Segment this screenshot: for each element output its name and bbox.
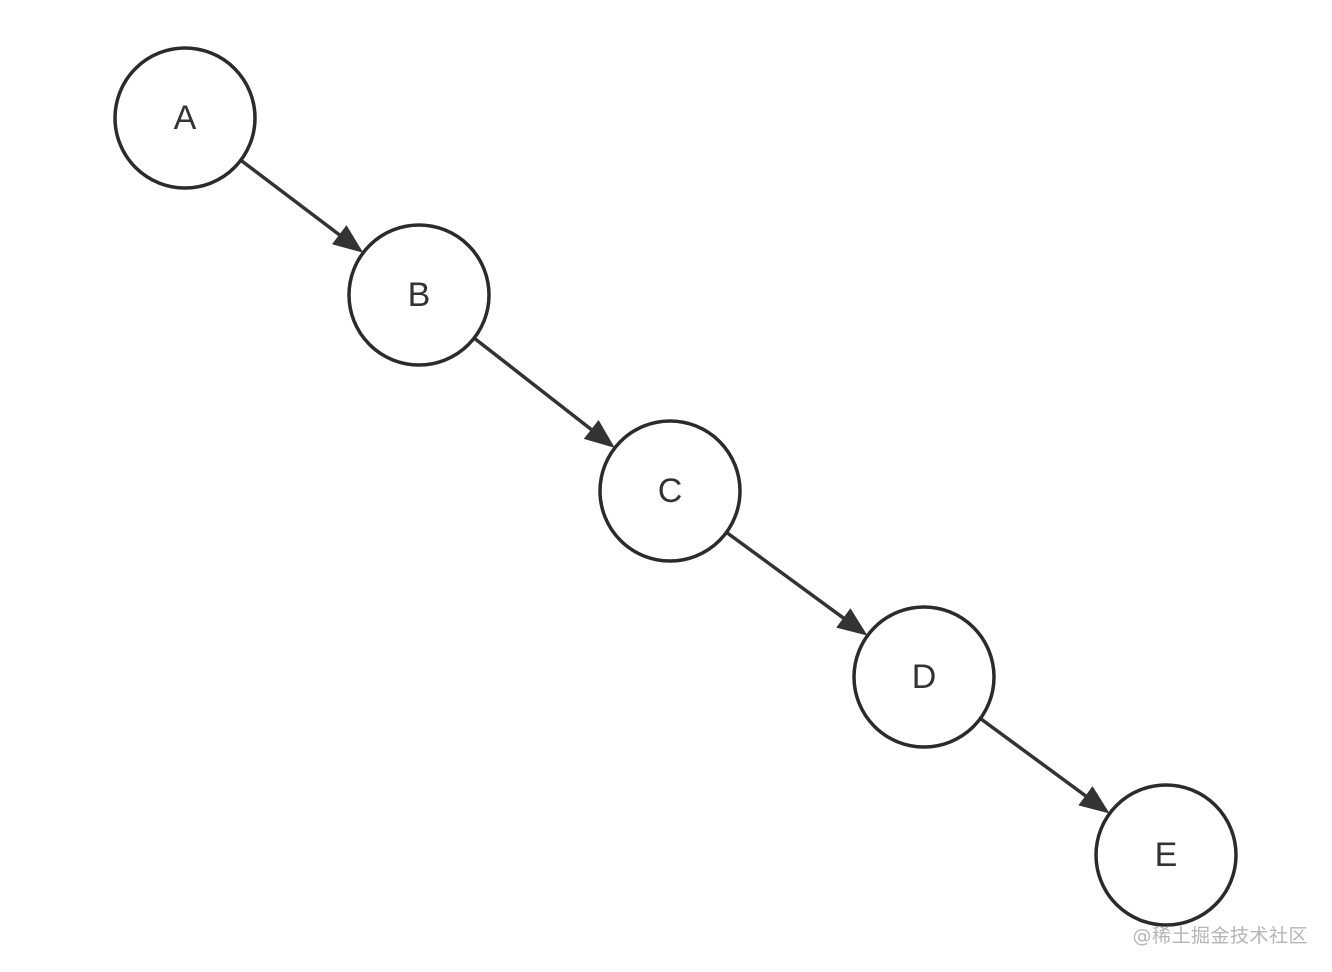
node-circle	[852, 605, 996, 749]
node-circle	[113, 46, 257, 190]
node-circle	[598, 419, 742, 563]
edge-line	[473, 336, 596, 434]
node-label: A	[174, 99, 197, 137]
node-label: D	[912, 658, 937, 696]
node-a: A	[113, 46, 257, 190]
edge-c-to-d	[725, 530, 868, 636]
arrow-head-icon	[1078, 786, 1110, 814]
node-label: B	[408, 276, 431, 314]
edge-line	[239, 158, 344, 239]
edge-line	[979, 717, 1090, 800]
node-circle	[1094, 783, 1238, 927]
node-c: C	[598, 419, 742, 563]
edge-line	[725, 530, 848, 622]
edge-d-to-e	[979, 717, 1110, 814]
node-label: E	[1155, 836, 1178, 874]
nodes-layer: A B C D E	[113, 46, 1238, 927]
node-b: B	[347, 223, 491, 367]
node-e: E	[1094, 783, 1238, 927]
arrow-head-icon	[836, 608, 868, 636]
edge-a-to-b	[239, 158, 364, 253]
node-circle	[347, 223, 491, 367]
arrow-head-icon	[332, 225, 364, 253]
watermark-text: @稀土掘金技术社区	[1132, 925, 1308, 947]
arrow-head-icon	[583, 419, 615, 448]
node-label: C	[658, 472, 683, 510]
node-d: D	[852, 605, 996, 749]
edges-layer	[239, 158, 1110, 814]
edge-b-to-c	[473, 336, 615, 448]
